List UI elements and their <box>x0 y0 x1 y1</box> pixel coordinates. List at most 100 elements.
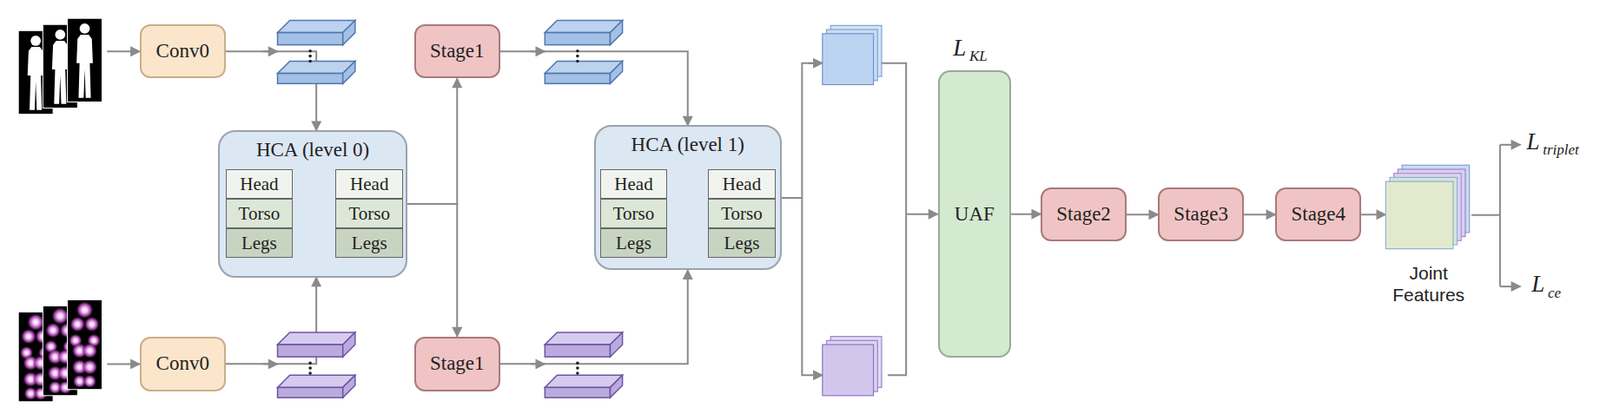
ellipsis-dot <box>575 54 580 59</box>
slab-front <box>277 33 344 46</box>
slab-top <box>277 375 356 388</box>
conv-block: Conv0 <box>139 337 226 392</box>
slab-side <box>343 60 356 84</box>
attention-module: HCA (level 0) Head HeadTorso TorsoLegs Legs <box>218 130 407 278</box>
feature-square <box>822 33 874 86</box>
loss-subscript: KL <box>969 47 988 66</box>
part-cell: Torso <box>335 198 404 229</box>
stage-block: Stage3 <box>1157 187 1244 242</box>
part-cell: Head <box>707 169 776 199</box>
part-cell: Torso <box>600 198 668 229</box>
feature-map-stack <box>277 332 356 398</box>
node-label: Stage3 <box>1173 203 1229 226</box>
feature-square <box>822 344 874 397</box>
feature-square-stack <box>822 25 882 85</box>
node-label: Conv0 <box>156 352 210 376</box>
node-label: Torso <box>613 203 655 225</box>
conv-block: Conv0 <box>139 24 226 79</box>
arrow-head <box>530 50 545 53</box>
part-cell: Legs <box>600 228 668 258</box>
loss-subscript: triplet <box>1542 141 1580 159</box>
attention-module: HCA (level 1) Head HeadTorso TorsoLegs Legs <box>594 125 782 271</box>
input-arrow <box>106 50 140 53</box>
arrow-connector <box>1243 213 1276 216</box>
heatmap-blob <box>83 316 100 333</box>
part-cell: Legs <box>335 228 404 258</box>
part-cell: Torso <box>707 198 776 229</box>
part-cell: Head <box>335 169 404 199</box>
arrow-head <box>263 50 278 53</box>
node-label: Torso <box>720 203 763 225</box>
loss-subscript: ce <box>1547 284 1561 303</box>
feature-map-stack <box>544 19 622 84</box>
part-cell: Head <box>600 169 668 199</box>
arrow-connector <box>1011 213 1041 216</box>
fusion-block: UAF <box>938 70 1012 358</box>
feature-square <box>1385 181 1454 250</box>
feature-stack: Joint Features <box>1385 167 1472 253</box>
branch-wire <box>801 198 822 376</box>
feature-map-stack <box>544 332 622 398</box>
ellipsis-dot <box>308 54 312 59</box>
loss-symbol: L <box>1526 128 1540 156</box>
node-label: Stage1 <box>429 39 485 63</box>
slab-front <box>544 73 610 85</box>
slab-side <box>609 332 622 358</box>
silhouette-sequence <box>18 18 102 114</box>
node-label: Stage1 <box>429 352 485 376</box>
arrow-connector <box>1126 213 1158 216</box>
node-label: Head <box>614 173 653 196</box>
part-cell: Head <box>225 169 294 199</box>
loss-symbol: L <box>1531 271 1545 298</box>
arrow-connector <box>1361 213 1386 216</box>
node-label: Stage4 <box>1290 203 1346 226</box>
node-label: HCA (level 0) <box>256 138 370 162</box>
silhouette-body <box>52 40 69 105</box>
silhouette-body <box>27 46 45 111</box>
heatmap-blob <box>45 322 62 339</box>
silhouette-head <box>79 23 91 34</box>
pose-heatmap-sequence <box>18 299 102 402</box>
part-cell: Legs <box>707 228 776 258</box>
slab-top <box>544 60 622 73</box>
feature-square-stack <box>822 337 882 397</box>
slab-front <box>544 387 610 398</box>
slab-side <box>343 375 356 398</box>
output-wire <box>1471 214 1501 217</box>
node-label: Head <box>722 173 761 196</box>
slab-top <box>277 332 356 345</box>
merge-wire <box>887 215 906 376</box>
arrow-head <box>530 363 545 365</box>
silhouette-head <box>54 29 66 40</box>
slab-top <box>277 19 356 33</box>
heatmap-blob <box>69 316 86 333</box>
ellipsis-dot <box>575 366 580 371</box>
node-label: Legs <box>615 232 652 255</box>
ellipsis-dot <box>308 49 312 53</box>
arrow-head <box>263 363 278 365</box>
output-arrow <box>1500 285 1521 288</box>
ellipsis-dot <box>308 59 312 64</box>
output-arrow <box>1500 144 1521 146</box>
arrow-connector <box>500 51 688 126</box>
slab-top <box>277 60 356 73</box>
part-cell: Legs <box>225 228 294 258</box>
stage-block: Stage4 <box>1275 187 1362 242</box>
node-label: Torso <box>238 203 281 225</box>
slab-top <box>544 332 622 345</box>
feature-square-stack <box>1385 165 1469 249</box>
node-label: Legs <box>724 232 761 255</box>
node-label: HCA (level 1) <box>631 133 745 157</box>
node-label: Torso <box>348 203 391 225</box>
ellipsis-dot <box>308 366 312 371</box>
heatmap-blob <box>81 359 99 377</box>
heatmap-blob <box>82 374 97 389</box>
slab-side <box>343 19 356 45</box>
slab-top <box>544 375 622 388</box>
slab-front <box>277 73 344 85</box>
silhouette-frame <box>67 18 103 102</box>
arrow-connector <box>781 63 939 215</box>
ellipsis-dot <box>308 371 312 376</box>
slab-side <box>609 60 622 84</box>
node-label: Legs <box>241 232 278 255</box>
